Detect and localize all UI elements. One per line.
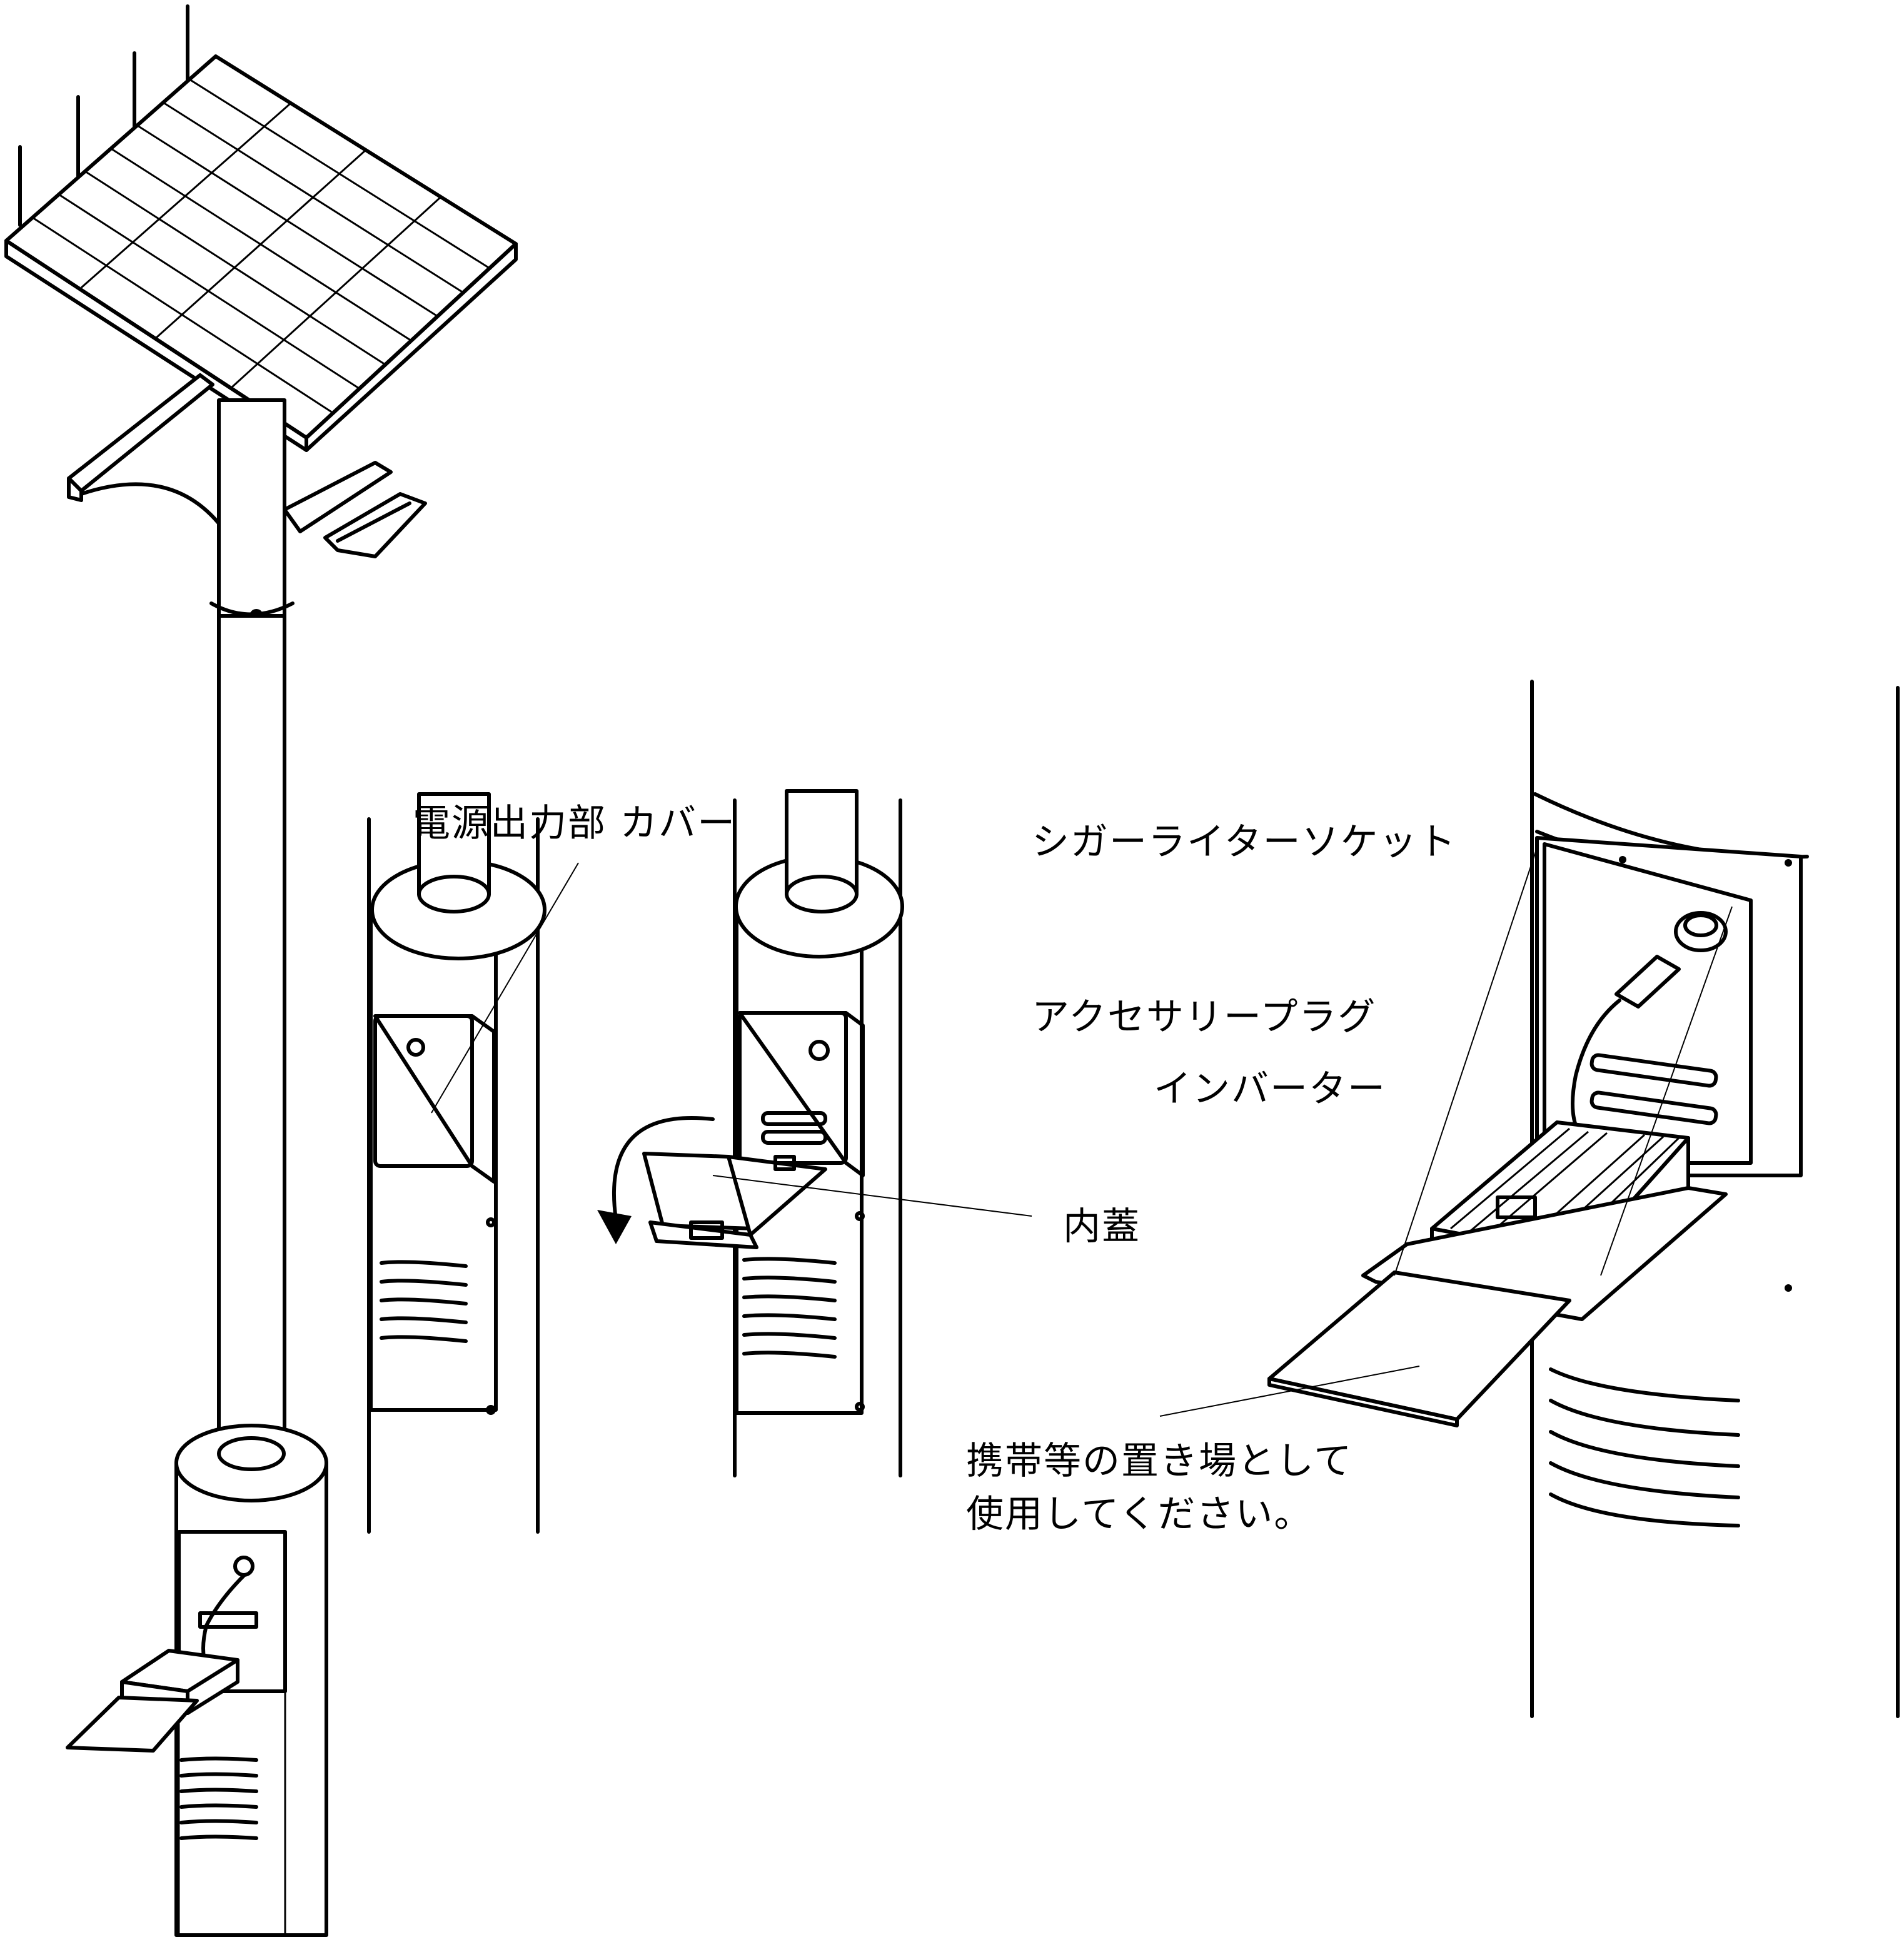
leader-power-output-cover	[431, 862, 579, 1114]
solar-panel	[4, 54, 518, 452]
inner-lid-view	[597, 789, 904, 1477]
open-direction-arrow	[612, 1116, 715, 1221]
accessory-plug	[1571, 955, 1681, 1127]
closed-cover-view	[367, 792, 547, 1534]
leader-accessory-plug	[1600, 906, 1733, 1276]
phone-shelf	[1267, 1270, 1571, 1427]
label-accessory-plug: アクセサリープラグ	[1032, 995, 1377, 1039]
leader-lines	[431, 843, 1733, 1417]
arrow-head-icon	[597, 1210, 632, 1244]
upper-pole	[209, 398, 295, 1452]
label-cigarette-lighter-socket: シガーライターソケット	[1032, 820, 1457, 864]
led-lamp	[283, 461, 427, 558]
panel-mount-rail	[67, 373, 227, 546]
label-power-output-cover: 電源出力部 カバー	[413, 802, 737, 845]
leader-cigarette-socket	[1394, 843, 1539, 1276]
cigarette-lighter-socket	[1674, 911, 1728, 952]
label-phone-shelf-line1: 携帯等の置き場として	[966, 1439, 1353, 1483]
label-inner-lid: 内蓋	[1063, 1205, 1141, 1249]
leader-inner-lid	[712, 1175, 1032, 1217]
label-inverter: インバーター	[1154, 1067, 1386, 1111]
inverter-detail-view	[1267, 680, 1900, 1718]
label-phone-shelf-line2: 使用してください。	[966, 1492, 1313, 1536]
pole-base-full-view	[66, 1424, 328, 1937]
inner-lid	[642, 1152, 827, 1249]
leader-phone-shelf	[1159, 1366, 1420, 1417]
solar-pole-full-view	[4, 4, 518, 1937]
